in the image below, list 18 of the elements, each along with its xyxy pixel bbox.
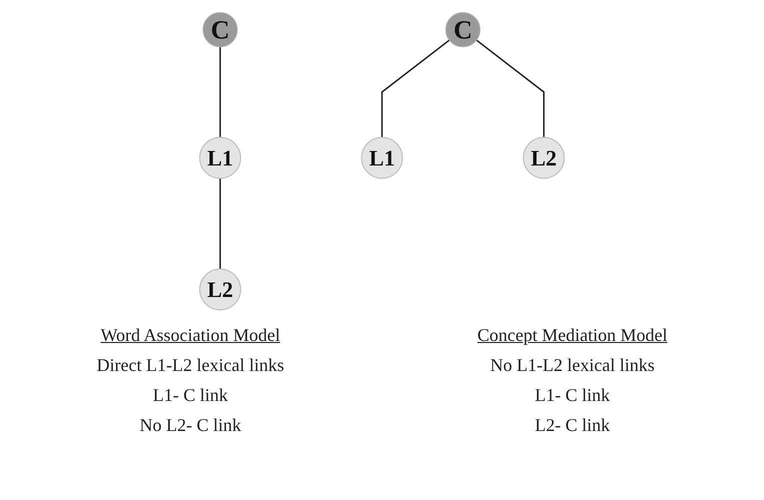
model-note: L1- C link: [152, 384, 228, 407]
model-note: No L2- C link: [140, 414, 242, 437]
model-heading: Word Association Model: [100, 324, 280, 347]
connector: [381, 39, 450, 138]
connector: [476, 39, 545, 138]
model-note: L2- C link: [534, 414, 610, 437]
model-note: Direct L1-L2 lexical links: [96, 354, 284, 377]
node-circle: C: [445, 12, 480, 48]
node-circle: C: [202, 12, 238, 48]
model-note: L1- C link: [534, 384, 610, 407]
node-circle: L1: [361, 136, 403, 179]
node-circle: L1: [199, 136, 242, 179]
model-heading: Concept Mediation Model: [477, 324, 668, 347]
model-note: No L1-L2 lexical links: [490, 354, 655, 377]
connector: [219, 178, 221, 269]
connector: [219, 46, 221, 138]
node-circle: L2: [199, 268, 242, 310]
node-circle: L2: [522, 136, 565, 179]
